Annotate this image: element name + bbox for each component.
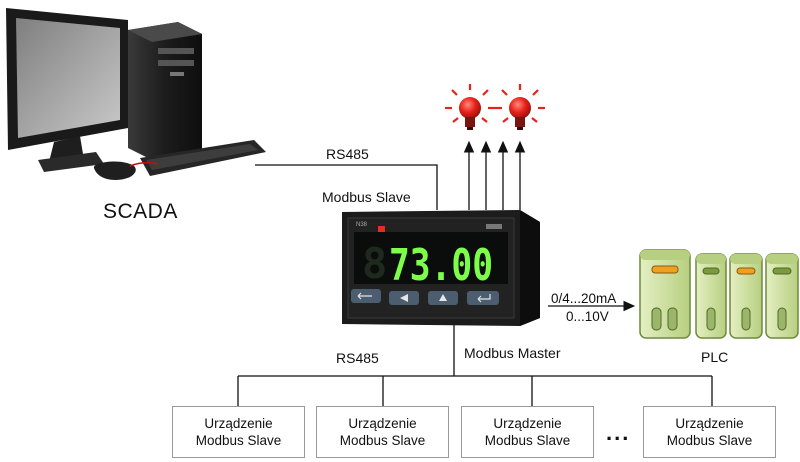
slave-device-line1: Urządzenie: [675, 416, 744, 431]
meter-display-value: 73.00: [389, 240, 493, 291]
slave-device-line1: Urządzenie: [348, 416, 417, 431]
slave-device-line2: Modbus Slave: [195, 433, 282, 448]
modbus-master-label: Modbus Master: [464, 345, 561, 361]
slave-device-line1: Urządzenie: [204, 416, 273, 431]
scada-label: SCADA: [103, 200, 178, 223]
slave-device-box: Urządzenie Modbus Slave: [316, 406, 449, 458]
rs485-top-label: RS485: [326, 146, 369, 162]
modbus-slave-label: Modbus Slave: [322, 189, 411, 205]
slave-device-line2: Modbus Slave: [339, 433, 426, 448]
more-devices-ellipsis: ...: [606, 420, 631, 445]
scada-computer-icon: [6, 8, 266, 180]
slave-device-box: Urządzenie Modbus Slave: [172, 406, 305, 458]
plc-module: [695, 253, 727, 339]
svg-text:8: 8: [362, 239, 387, 288]
plc-module: [639, 249, 691, 339]
svg-text:N38: N38: [356, 222, 368, 228]
analog-current-label: 0/4...20mA: [551, 291, 617, 306]
panel-meter-device: N38 8 73.00: [342, 210, 540, 326]
slave-device-line1: Urządzenie: [493, 416, 562, 431]
plc-module: [765, 253, 799, 339]
plc-module: [729, 253, 763, 339]
connection-lines: [237, 140, 713, 406]
bulb-icon: [495, 84, 545, 130]
meter-display-window: [354, 232, 508, 284]
slave-device-line2: Modbus Slave: [666, 433, 753, 448]
bulb-icon: [445, 84, 495, 130]
rs485-bottom-label: RS485: [336, 350, 379, 366]
slave-device-box: Urządzenie Modbus Slave: [643, 406, 776, 458]
rs485-scada-link: [255, 164, 438, 210]
plc-label: PLC: [701, 349, 729, 365]
slave-device-box: Urządzenie Modbus Slave: [461, 406, 594, 458]
meter-button-enter: [467, 291, 499, 305]
plc-icon: [639, 249, 799, 339]
slave-device-line2: Modbus Slave: [484, 433, 571, 448]
analog-voltage-label: 0...10V: [566, 309, 609, 324]
